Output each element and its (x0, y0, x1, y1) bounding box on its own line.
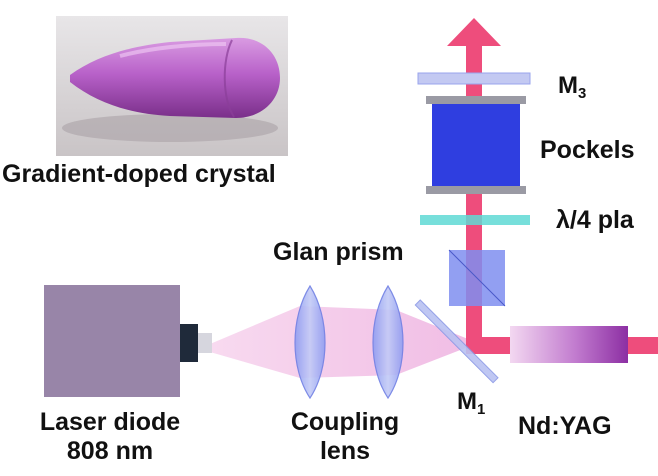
mirror-m3 (417, 72, 531, 85)
pockels-cell (426, 96, 526, 194)
m3-label: M3 (558, 72, 586, 103)
m1-label: M1 (457, 388, 485, 419)
coupling-lens-label: Coupling lens (270, 408, 420, 466)
coupling-label-line2: lens (319, 436, 371, 465)
pockels-label: Pockels (540, 136, 635, 164)
coupling-lenses (294, 284, 404, 400)
laser-diode (44, 285, 212, 397)
crystal-label: Gradient-doped crystal (2, 160, 276, 188)
pockels-body (432, 104, 520, 186)
m3-subscript: 3 (578, 86, 587, 103)
laser-diode-label: Laser diode 808 nm (30, 408, 190, 466)
crystal-seam (223, 39, 235, 118)
glan-prism-interface (448, 249, 506, 307)
glan-prism-label: Glan prism (273, 238, 404, 266)
m1-subscript: 1 (477, 402, 486, 419)
output-arrow (447, 18, 501, 46)
mirror-m1 (414, 299, 499, 384)
laser-diode-body (44, 285, 180, 397)
coupling-lens-1 (294, 284, 326, 400)
quarter-wave-label: λ/4 pla (556, 206, 634, 234)
glan-prism (448, 249, 506, 307)
laser-diode-housing (180, 324, 198, 362)
m3-letter: M (558, 72, 578, 99)
laser-diode-label-line2: 808 nm (66, 436, 154, 465)
ndyag-label: Nd:YAG (518, 412, 612, 440)
crystal-highlight (119, 42, 227, 58)
photo-shadow (62, 114, 278, 142)
ndyag-crystal (510, 326, 628, 363)
coupling-lens-2 (372, 284, 404, 400)
laser-diode-label-line1: Laser diode (39, 408, 181, 436)
crystal-photo (56, 16, 288, 156)
pockels-bottom-cap (426, 186, 526, 194)
quarter-wave-plate (420, 215, 530, 225)
pockels-top-cap (426, 96, 526, 104)
m1-letter: M (457, 388, 477, 415)
pump-beam (210, 306, 468, 378)
laser-diode-emitter (198, 333, 212, 353)
coupling-label-line1: Coupling (290, 408, 400, 436)
